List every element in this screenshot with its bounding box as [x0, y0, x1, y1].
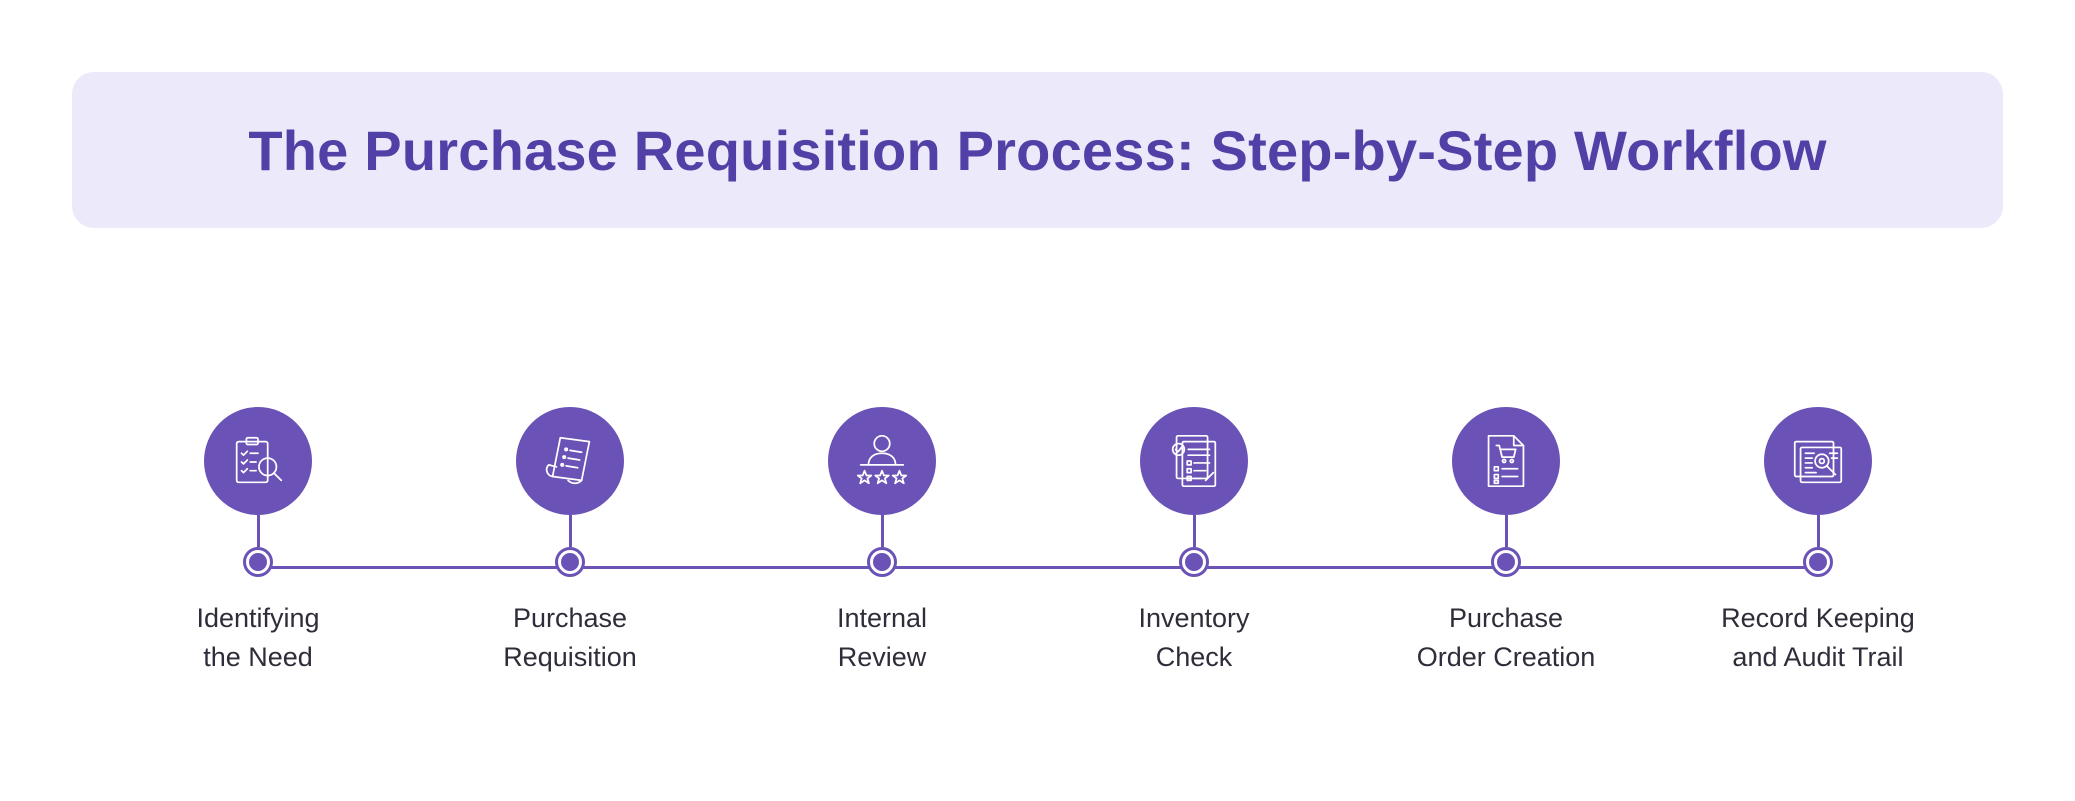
page-title: The Purchase Requisition Process: Step-b… — [248, 118, 1827, 182]
step-label: Internal Review — [836, 603, 928, 672]
timeline-node — [1491, 547, 1521, 577]
step-connector — [1504, 515, 1508, 547]
timeline-node — [1179, 547, 1209, 577]
step-label: Identifying the Need — [196, 603, 320, 672]
checklist-documents-icon — [1140, 407, 1248, 515]
step-label: Record Keeping and Audit Trail — [1721, 603, 1915, 672]
step-label: Purchase Order Creation — [1416, 603, 1596, 672]
document-scroll-icon — [516, 407, 624, 515]
step-label: Purchase Requisition — [503, 603, 637, 672]
person-rating-icon — [828, 407, 936, 515]
timeline-node — [867, 547, 897, 577]
step-purchase-order-creation: Purchase Order Creation — [1356, 407, 1656, 677]
step-purchase-requisition: Purchase Requisition — [420, 407, 720, 677]
step-connector — [256, 515, 260, 547]
step-internal-review: Internal Review — [732, 407, 1032, 677]
title-banner: The Purchase Requisition Process: Step-b… — [72, 72, 2003, 228]
clipboard-search-icon — [204, 407, 312, 515]
document-magnify-icon — [1764, 407, 1872, 515]
timeline-node — [243, 547, 273, 577]
step-connector — [880, 515, 884, 547]
step-inventory-check: Inventory Check — [1044, 407, 1344, 677]
timeline-node — [555, 547, 585, 577]
step-connector — [1192, 515, 1196, 547]
step-record-keeping-audit-trail: Record Keeping and Audit Trail — [1668, 407, 1968, 677]
cart-document-icon — [1452, 407, 1560, 515]
timeline-node — [1803, 547, 1833, 577]
step-label: Inventory Check — [1138, 603, 1250, 672]
step-connector — [568, 515, 572, 547]
step-connector — [1816, 515, 1820, 547]
step-identifying-the-need: Identifying the Need — [108, 407, 408, 677]
timeline-line — [258, 566, 1818, 569]
